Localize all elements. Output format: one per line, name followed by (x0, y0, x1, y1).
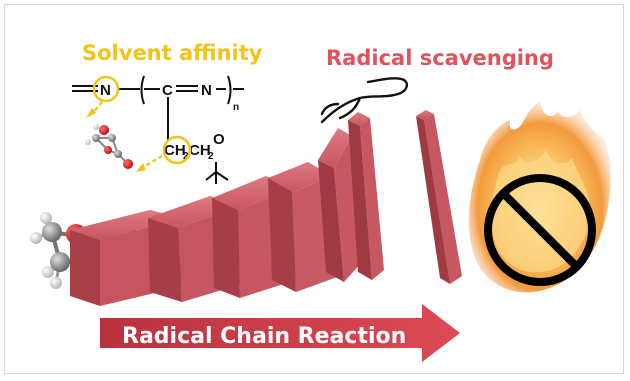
carbon-atom: C (162, 82, 173, 99)
ch2-subscript-2: 2 (208, 151, 214, 162)
nitrogen-atom-1: N (100, 82, 111, 99)
molecule-icon-small (85, 124, 133, 169)
repeat-unit-n: n (233, 102, 239, 113)
affinity-highlights (86, 75, 192, 172)
ch2-group-2: CH (189, 142, 211, 159)
fire-icon (468, 102, 611, 293)
polymer-structure (72, 75, 244, 184)
domino-tile-7-top (416, 110, 434, 120)
solvent-affinity-label: Solvent affinity (82, 41, 263, 65)
radical-scavenging-label: Radical scavenging (326, 46, 554, 70)
domino-tile-4-top (268, 162, 332, 192)
no-symbol-icon (484, 174, 596, 286)
ch2-subscript-1: 2 (183, 151, 189, 162)
hand-icon (320, 77, 409, 124)
oxygen-atom: O (213, 131, 225, 148)
domino-tile-5-top (318, 128, 352, 168)
nitrogen-atom-2: N (201, 82, 212, 99)
ch2-group-1: CH (164, 142, 186, 159)
domino-tiles (70, 110, 462, 306)
chain-reaction-label: Radical Chain Reaction (122, 324, 406, 349)
chain-reaction-arrow (100, 304, 460, 362)
domino-tile-6-top (348, 112, 370, 126)
figure-border (4, 4, 624, 374)
